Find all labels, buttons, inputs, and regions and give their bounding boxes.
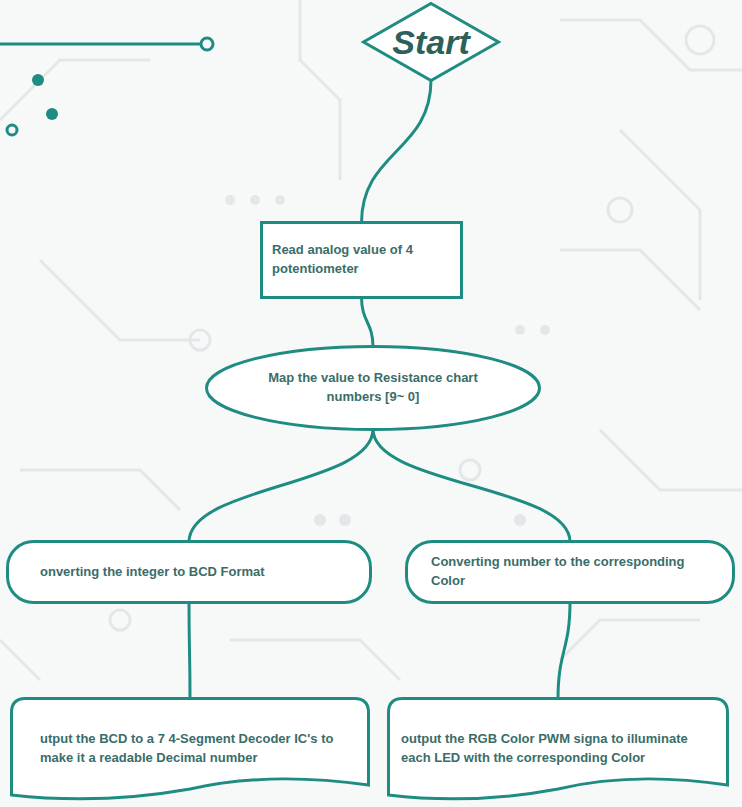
- node-label: Map the value to Resistance chart number…: [255, 369, 491, 407]
- node-label: Start: [392, 25, 469, 59]
- flow-connector: [558, 602, 570, 699]
- output-document: output the RGB Color PWM signa to illumi…: [387, 697, 729, 801]
- flow-connector: [189, 602, 190, 699]
- process-box: Read analog value of 4 potentiometer: [260, 221, 463, 299]
- output-document-outline: [10, 697, 370, 801]
- node-label: Converting number to the corresponding C…: [431, 553, 709, 591]
- start-diamond: Start: [362, 2, 500, 82]
- output-document: utput the BCD to a 7 4-Segment Decoder I…: [10, 697, 370, 801]
- flow-connector: [373, 429, 570, 542]
- flow-connector: [362, 80, 432, 223]
- process-box: Converting number to the corresponding C…: [405, 540, 735, 604]
- output-document-outline: [387, 697, 729, 801]
- node-label: onverting the integer to BCD Format: [40, 563, 265, 582]
- node-label: utput the BCD to a 7 4-Segment Decoder I…: [40, 730, 340, 768]
- node-label: output the RGB Color PWM signa to illumi…: [401, 730, 715, 768]
- process-ellipse-outline: [205, 345, 541, 431]
- flow-connector: [189, 429, 373, 542]
- process-box-outline: [260, 221, 463, 299]
- process-box: onverting the integer to BCD Format: [6, 540, 372, 604]
- accent-dots: [0, 38, 213, 135]
- flow-connector: [362, 297, 374, 347]
- node-label: Read analog value of 4 potentiometer: [272, 241, 451, 279]
- process-box-outline: [405, 540, 735, 604]
- process-ellipse: Map the value to Resistance chart number…: [205, 345, 541, 431]
